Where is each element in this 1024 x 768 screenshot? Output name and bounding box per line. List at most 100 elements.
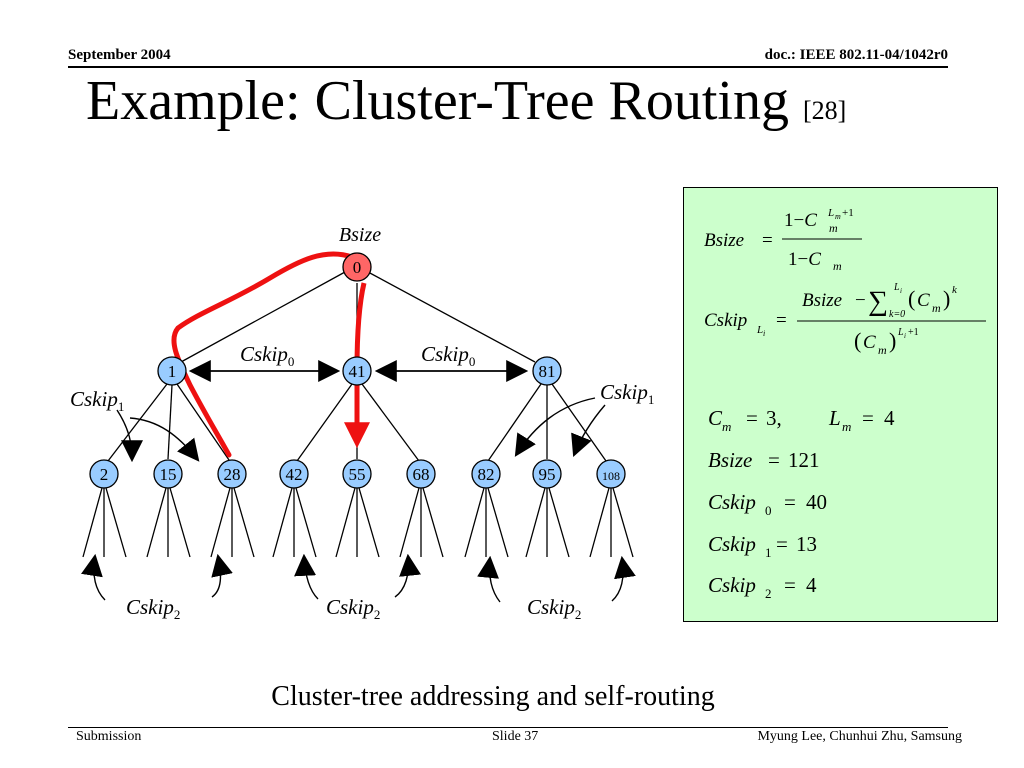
svg-text:40: 40 — [806, 490, 827, 514]
fanout-line — [399, 487, 420, 558]
svg-text:1−C: 1−C — [784, 210, 817, 231]
svg-text:(: ( — [854, 328, 861, 353]
value-cskip1: Cskip 1 = 13 — [708, 532, 817, 560]
svg-text:m: m — [878, 343, 887, 357]
cskip0-label-left: Cskip0 — [240, 342, 294, 369]
cskip2-label-1: Cskip2 — [126, 595, 180, 622]
cskip2-arrow-3 — [294, 553, 319, 600]
cskip1-label-left: Cskip1 — [70, 387, 124, 414]
svg-text:121: 121 — [788, 448, 820, 472]
svg-text:Bsize: Bsize — [704, 230, 744, 251]
cskip2-arrow-5 — [477, 555, 501, 603]
svg-text:m: m — [833, 259, 842, 273]
svg-text:m: m — [722, 419, 731, 434]
svg-text:=: = — [768, 448, 780, 472]
tree-node-2 — [89, 459, 119, 489]
svg-text:Bsize: Bsize — [708, 448, 752, 472]
tree-node-42 — [279, 459, 309, 489]
value-list: C m = 3, L m = 4 Bsize = 121 Cskip 0 = 4… — [708, 406, 895, 601]
fanout-line — [335, 487, 356, 558]
svg-text:=: = — [784, 490, 796, 514]
svg-text:k=0: k=0 — [889, 309, 905, 320]
svg-text:Cskip: Cskip — [704, 310, 747, 331]
svg-text:=: = — [784, 573, 796, 597]
tree-node-label: 1 — [168, 362, 177, 381]
tree-node-1 — [157, 356, 187, 386]
svg-text:2: 2 — [765, 586, 772, 601]
tree-node-81 — [532, 356, 562, 386]
fanout-line — [82, 487, 103, 558]
svg-text:L: L — [897, 327, 904, 338]
svg-text:m: m — [932, 301, 941, 315]
svg-text:C: C — [708, 406, 723, 430]
svg-text:m: m — [835, 212, 841, 221]
cskip2-label-2: Cskip2 — [326, 595, 380, 622]
tree-node-label: 41 — [349, 362, 366, 381]
tree-node-label: 2 — [100, 465, 109, 484]
svg-text:L: L — [827, 207, 834, 219]
svg-text:4: 4 — [884, 406, 895, 430]
cskip2-arrow-6 — [611, 555, 636, 602]
svg-text:=: = — [762, 230, 773, 251]
fanout-line — [233, 487, 255, 558]
value-bsize: Bsize = 121 — [708, 448, 820, 472]
svg-text:L: L — [756, 324, 763, 336]
svg-text:Cskip: Cskip — [708, 490, 756, 514]
cskip2-arrow-4 — [394, 553, 422, 598]
fanout-line — [548, 487, 570, 558]
fanout-line — [272, 487, 293, 558]
svg-text:): ) — [889, 328, 896, 353]
tree-node-label: 28 — [224, 465, 241, 484]
cskip1-arrow-right-b — [571, 404, 606, 458]
svg-text:0: 0 — [765, 503, 772, 518]
tree-node-0 — [342, 252, 372, 282]
cskip0-label-right: Cskip0 — [421, 342, 475, 369]
svg-text:∑: ∑ — [868, 286, 888, 317]
svg-text:1: 1 — [765, 545, 772, 560]
svg-text:=: = — [776, 310, 787, 331]
tree-node-68 — [406, 459, 436, 489]
slide-caption: Cluster-tree addressing and self-routing — [271, 681, 715, 712]
fanout-line — [295, 487, 317, 558]
fanout-line — [589, 487, 610, 558]
header-doc-id: doc.: IEEE 802.11-04/1042r0 — [764, 47, 948, 63]
svg-text:=: = — [862, 406, 874, 430]
cskip2-arrow-1 — [81, 553, 106, 601]
header-rule — [68, 66, 948, 68]
svg-text:i: i — [904, 332, 906, 340]
svg-text:1−C: 1−C — [788, 249, 821, 270]
tree-node-28 — [217, 459, 247, 489]
fanout-line — [422, 487, 444, 558]
value-cm-lm: C m = 3, L m = 4 — [708, 406, 895, 434]
route-path-28 — [171, 251, 355, 458]
footer-rule — [68, 727, 948, 728]
svg-text:C: C — [863, 332, 876, 353]
tree-node-82 — [471, 459, 501, 489]
cskip1-arrow-right-a — [514, 397, 596, 457]
slide-title: Example: Cluster-Tree Routing [28] — [86, 68, 846, 144]
svg-text:): ) — [943, 286, 950, 311]
tree-node-label: 55 — [349, 465, 366, 484]
fanout-line — [146, 487, 167, 558]
footer-submission: Submission — [76, 729, 142, 744]
header-date: September 2004 — [68, 47, 171, 63]
cskip1-arrow-left-a — [116, 409, 143, 463]
svg-text:Cskip: Cskip — [708, 532, 756, 556]
svg-text:=: = — [746, 406, 758, 430]
footer-slide-number: Slide 37 — [492, 729, 539, 744]
fanout-line — [525, 487, 546, 558]
fanout-line — [358, 487, 380, 558]
svg-text:L: L — [893, 282, 900, 293]
svg-text:+1: +1 — [908, 327, 919, 338]
fanout-line — [487, 487, 509, 558]
svg-text:m: m — [842, 419, 851, 434]
tree-node-15 — [153, 459, 183, 489]
cskip-formula: Cskip L i = Bsize − ∑ L i k=0 ( C m ) k … — [704, 282, 986, 357]
svg-text:13: 13 — [796, 532, 817, 556]
svg-text:Cskip: Cskip — [708, 573, 756, 597]
svg-text:+1: +1 — [842, 207, 854, 219]
svg-text:m: m — [829, 221, 838, 235]
tree-node-108 — [596, 459, 626, 489]
svg-text:−: − — [855, 290, 866, 311]
